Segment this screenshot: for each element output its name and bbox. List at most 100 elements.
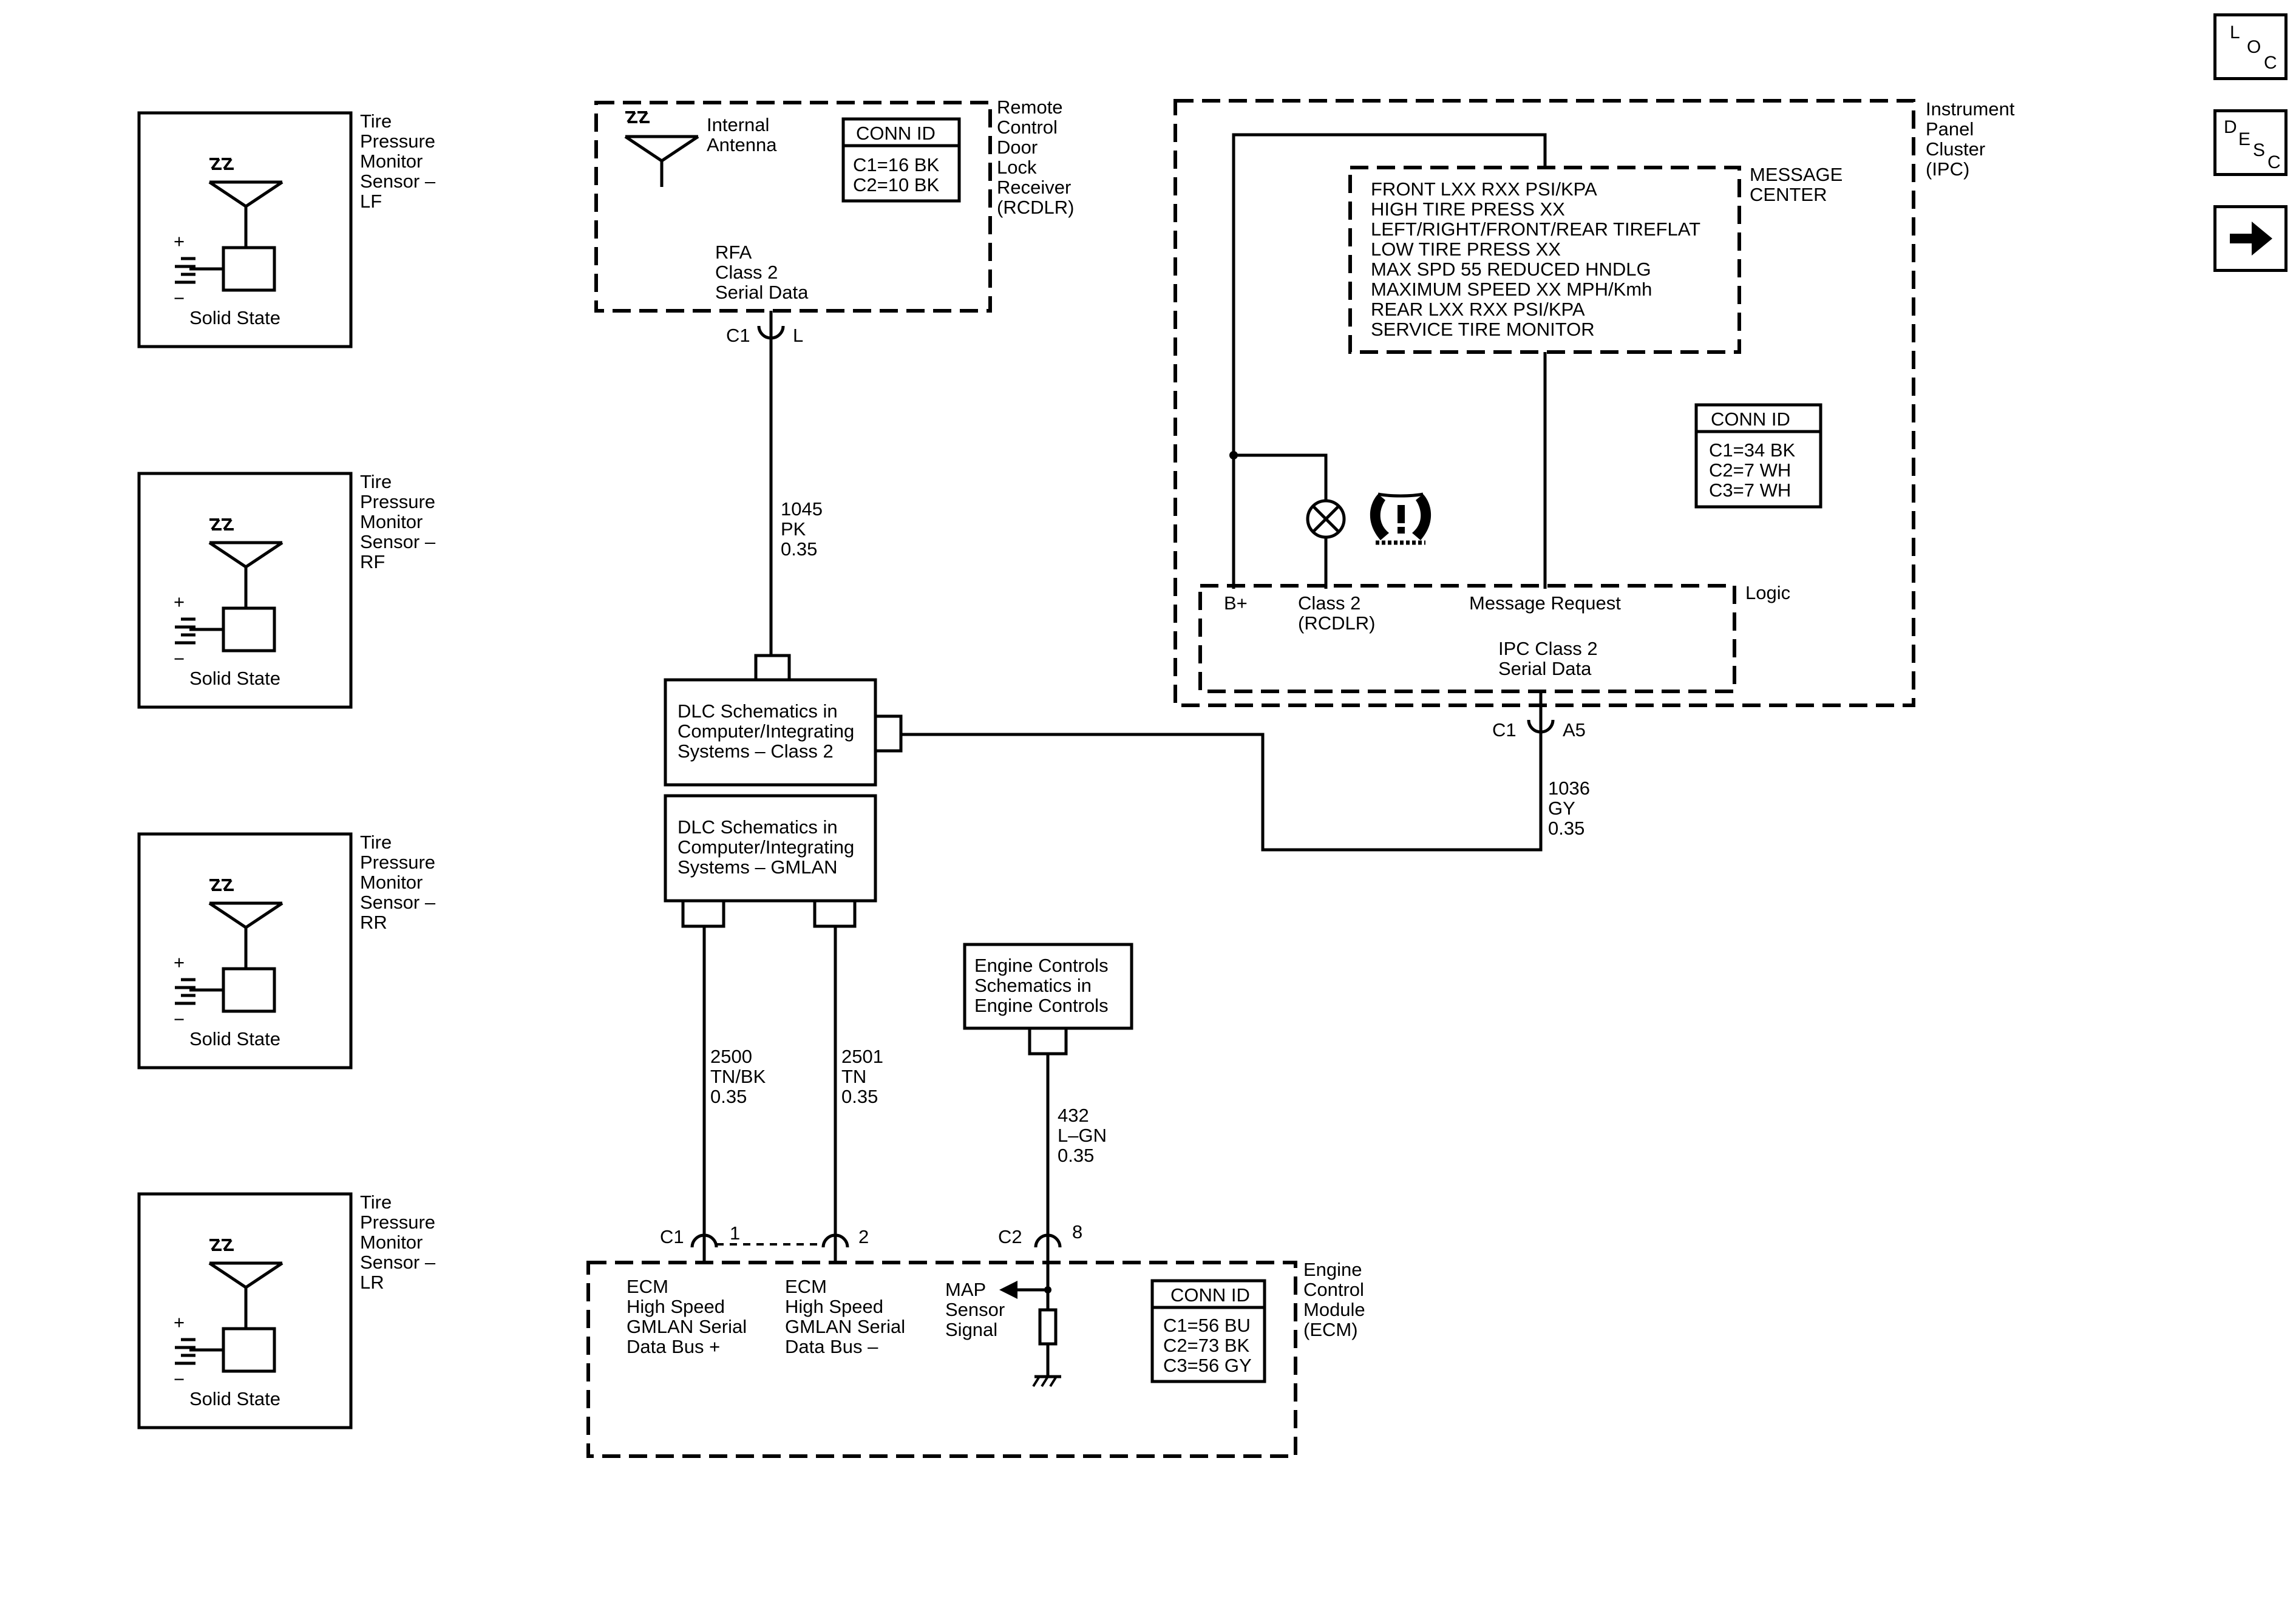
bus-plus-label: Data Bus + [627,1336,720,1357]
logic-pin-label: (RCDLR) [1298,612,1375,634]
ecm-connector-c1-pin2 [821,1232,849,1263]
wire-label: 1036 [1548,778,1590,799]
serial-data-label: IPC Class 2 [1498,638,1598,659]
connector-label: C1 [726,325,750,346]
minus-sign: − [174,1369,185,1390]
wire-label: 0.35 [1058,1145,1094,1166]
minus-sign: − [174,648,185,670]
minus-sign: − [174,1009,185,1030]
dlc-label: Systems – GMLAN [678,856,838,878]
pin-label: A5 [1563,719,1586,741]
engine-controls-label: Engine Controls [974,995,1109,1016]
conn-id-line: C3=56 GY [1163,1355,1252,1376]
connector-stub [1028,1028,1068,1056]
antenna-label: Antenna [707,134,777,155]
sensor-caption: Solid State [189,307,280,328]
serial-data-label: Serial Data [1498,658,1592,679]
dlc-label: Systems – Class 2 [678,741,834,762]
dlc-label: DLC Schematics in [678,700,838,722]
logic-pin-label: B+ [1224,592,1248,614]
rcdlr-connector-c1: C1 L [726,311,803,346]
engine-controls-box[interactable]: Engine Controls Schematics in Engine Con… [963,943,1133,1030]
map-label: Sensor [945,1299,1005,1320]
message-line: LEFT/RIGHT/FRONT/REAR TIREFLAT [1371,219,1700,240]
desc-letter-c: C [2267,152,2281,172]
sensor-label-line: Pressure [360,852,435,873]
indicator-wire [1234,453,1328,501]
sensor-caption: Solid State [189,1028,280,1049]
wire-label: PK [781,518,806,540]
engine-controls-label: Schematics in [974,975,1092,996]
tpm-sensor-lf: + − Solid State Tire Pressure Monitor Se… [137,110,436,348]
rfa-label: Serial Data [715,282,809,303]
antenna-icon [208,518,284,608]
conn-id-line: C3=7 WH [1709,480,1791,501]
message-line: REAR LXX RXX PSI/KPA [1371,299,1585,320]
module-name-line: Door [997,137,1038,158]
bus-minus-label: Data Bus – [785,1336,878,1357]
wire-label: 2500 [710,1046,752,1067]
sensor-label-line: RR [360,912,387,933]
tpm-sensor-rr: + − Solid State Tire Pressure Monitor Se… [137,832,436,1070]
message-line: SERVICE TIRE MONITOR [1371,319,1595,340]
module-name-line: Engine [1303,1259,1362,1280]
message-line: MAX SPD 55 REDUCED HNDLG [1371,259,1651,280]
message-line: MAXIMUM SPEED XX MPH/Kmh [1371,279,1652,300]
bus-minus-label: High Speed [785,1296,883,1317]
b-plus-wire [1232,133,1547,589]
splice-dot [1229,451,1238,459]
loc-letter-l: L [2230,22,2240,42]
sensor-label-line: Monitor [360,511,423,532]
sensor-label-line: Sensor – [360,892,436,913]
plus-sign: + [174,952,185,973]
wire-label: 432 [1058,1105,1089,1126]
battery-icon [175,606,276,653]
wire-label: TN [841,1066,866,1087]
battery-icon [175,1327,276,1373]
wire-label: 0.35 [710,1086,747,1107]
sensor-label-line: Tire [360,471,392,492]
connector-stub [754,654,791,680]
battery-icon [175,967,276,1013]
connector-label: C2 [998,1226,1022,1247]
tpm-sensor-rf: + − Solid State Tire Pressure Monitor Se… [137,471,436,709]
ipc-connector-c1: C1 A5 [1492,691,1586,742]
rcdlr-conn-id-box: CONN ID C1=16 BK C2=10 BK [841,117,961,203]
antenna-icon [208,1239,284,1329]
ground-icon [1032,1375,1061,1388]
logic-label: Logic [1745,582,1790,603]
pin-label: L [793,325,803,346]
sensor-label-line: LR [360,1272,384,1293]
sensor-label-line: Pressure [360,131,435,152]
conn-id-line: C1=56 BU [1163,1315,1251,1336]
dlc-label: Computer/Integrating [678,836,854,858]
module-name-line: Panel [1926,118,1974,140]
module-name-line: (IPC) [1926,158,1969,180]
module-name-line: Control [1303,1279,1364,1300]
ecm-conn-id-box: CONN ID C1=56 BU C2=73 BK C3=56 GY [1150,1279,1266,1383]
logic-pin-label: Message Request [1469,592,1621,614]
loc-button[interactable]: L O C [2213,13,2288,80]
dlc-gmlan-box[interactable]: DLC Schematics in Computer/Integrating S… [664,794,877,903]
pin-label: 8 [1072,1221,1082,1242]
dlc-class2-box[interactable]: DLC Schematics in Computer/Integrating S… [664,678,877,787]
next-page-button[interactable] [2213,205,2288,272]
module-name-line: Cluster [1926,138,1985,160]
wire-label: L–GN [1058,1125,1107,1146]
module-name-line: (RCDLR) [997,197,1074,218]
message-center-label: CENTER [1750,184,1827,205]
pin-label: 1 [730,1222,740,1244]
tpm-sensor-lr: + − Solid State Tire Pressure Monitor Se… [137,1192,436,1429]
logic-pin-label: Class 2 [1298,592,1360,614]
desc-letter-d: D [2224,117,2237,137]
module-name-line: Receiver [997,177,1071,198]
message-center: FRONT LXX RXX PSI/KPA HIGH TIRE PRESS XX… [1348,166,1741,354]
resistor-icon [1038,1308,1058,1377]
connector-stub [875,714,903,753]
conn-id-line: C2=10 BK [853,174,940,195]
antenna-icon [624,111,699,187]
indicator-lamp-icon [1306,499,1346,539]
minus-sign: − [174,288,185,309]
desc-button[interactable]: D E S C [2213,109,2288,176]
